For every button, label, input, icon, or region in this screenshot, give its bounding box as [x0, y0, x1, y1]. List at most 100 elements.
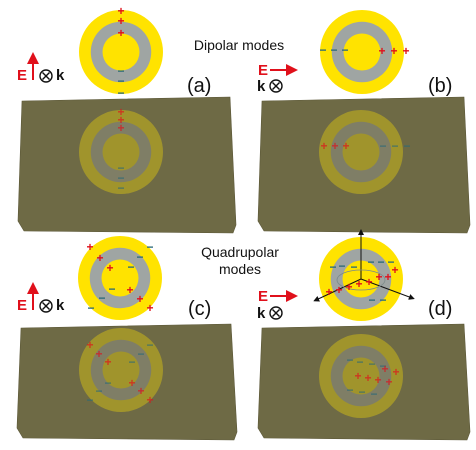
panel-a-reflection-charge-3: −	[117, 161, 124, 175]
panel-c-label: (c)	[188, 298, 212, 320]
panel-d-charge-5: −	[329, 260, 336, 274]
panel-a-charge-4: −	[117, 74, 124, 88]
panel-b-charge-0: −	[319, 43, 326, 57]
particle-c	[78, 236, 162, 320]
panel-c-charge-11: +	[126, 283, 133, 297]
reflection-d-spacer-ring	[330, 345, 392, 407]
panel-c-reflection-charge-7: −	[95, 384, 102, 398]
panel-d-charge-2: +	[345, 280, 352, 294]
panel-d-charge-3: +	[355, 277, 362, 291]
panel-d-k-label: k	[257, 305, 266, 322]
axis-y	[360, 278, 415, 300]
panel-d-reflection-charge-11: +	[381, 362, 388, 376]
panel-d-charge-8: −	[367, 255, 374, 269]
panel-c-reflection-charge-0: +	[86, 338, 93, 352]
panel-c-charge-4: −	[136, 250, 143, 264]
panel-c-charge-9: +	[146, 301, 153, 315]
panel-a-E-label: E	[17, 67, 28, 84]
panel-c-E-label: E	[17, 297, 28, 314]
panel-b-charge-4: +	[390, 44, 397, 58]
particle-b	[320, 10, 404, 94]
panel-a-reflection-charge-0: +	[117, 105, 124, 119]
panel-d-E-label: E	[258, 288, 269, 305]
panel-d-reflection-charge-9: −	[358, 385, 365, 399]
panel-d-charge-12: +	[384, 270, 391, 284]
panel-a-charge-3: −	[117, 64, 124, 78]
reflection-b-core	[342, 133, 380, 171]
panel-a-reflection-charge-5: −	[117, 181, 124, 195]
panel-b-charge-2: −	[341, 43, 348, 57]
particle-a	[79, 10, 163, 94]
panel-d-reflection-charge-5: +	[364, 371, 371, 385]
quadrupolar-modes-heading: Quadrupolar modes	[201, 244, 279, 277]
reflection-c-core	[102, 351, 140, 389]
reflection-b-spacer-ring	[330, 121, 392, 183]
panel-c-charge-6: −	[87, 301, 94, 315]
panel-c-k-symbol-cross-b	[42, 302, 50, 310]
panel-b-k-label: k	[257, 78, 266, 95]
reflection-a	[79, 110, 163, 194]
panel-b-charge-3: +	[378, 44, 385, 58]
panel-a-k-label: k	[56, 67, 65, 84]
panel-b-label: (b)	[428, 75, 453, 97]
panel-b-k-symbol	[269, 79, 283, 93]
panel-d-charge-14: −	[368, 293, 375, 307]
reflection-d-core	[342, 357, 380, 395]
panel-c-charge-1: +	[96, 251, 103, 265]
panel-c-reflection-charge-3: −	[146, 338, 153, 352]
substrate-d	[257, 323, 471, 441]
particle-b-core	[343, 33, 381, 71]
panel-d-k-symbol-cross-b	[272, 309, 280, 317]
panel-d-reflection-charge-7: +	[385, 375, 392, 389]
panel-c-charge-3: −	[146, 240, 153, 254]
panel-d-reflection-charge-12: +	[392, 365, 399, 379]
panel-d-reflection-charge-4: +	[354, 369, 361, 383]
panel-c-k-symbol	[39, 299, 53, 313]
panel-b-reflection-charge-2: +	[342, 139, 349, 153]
panel-d-charge-15: −	[379, 293, 386, 307]
panel-d-charge-1: +	[335, 283, 342, 297]
panel-c-k-label: k	[56, 297, 65, 314]
panel-c-charge-7: −	[98, 291, 105, 305]
panel-d-charge-0: +	[325, 285, 332, 299]
reflection-a-spacer-ring	[90, 121, 152, 183]
panel-a-reflection-charge-4: −	[117, 171, 124, 185]
reflection-c-spacer-ring	[90, 339, 152, 401]
panel-d-k-symbol	[269, 306, 283, 320]
panel-c-charge-0: +	[86, 240, 93, 254]
panel-d-reflection-charge-6: +	[374, 373, 381, 387]
panel-b-reflection-charge-5: −	[403, 139, 410, 153]
panel-a-charge-5: −	[117, 86, 124, 100]
panel-d-reflection-charge-2: −	[368, 357, 375, 371]
panel-a-k-symbol-cross-b	[42, 72, 50, 80]
reflection-c	[79, 328, 163, 412]
panel-d-charge-10: −	[387, 255, 394, 269]
panel-d-label: (d)	[428, 298, 453, 320]
reflection-b-outer-shell	[319, 110, 403, 194]
reflection-a-core	[102, 133, 140, 171]
panel-b-E-label: E	[258, 62, 269, 79]
panel-b-charge-1: −	[330, 43, 337, 57]
panel-c-reflection-charge-6: −	[86, 393, 93, 407]
reflection-a-outer-shell	[79, 110, 163, 194]
panel-c-reflection-charge-9: +	[146, 393, 153, 407]
panel-b-reflection-charge-4: −	[391, 139, 398, 153]
dipolar-modes-heading: Dipolar modes	[193, 37, 285, 53]
substrate-c	[16, 323, 238, 441]
panel-c-charge-8: −	[108, 282, 115, 296]
reflection-b	[319, 110, 403, 194]
particle-a-core	[102, 33, 140, 71]
panel-d-charge-7: −	[350, 260, 357, 274]
panel-a-label: (a)	[187, 75, 212, 97]
panel-c-charge-5: −	[127, 260, 134, 274]
panel-a-k-symbol	[39, 69, 53, 83]
panel-d-reflection-charge-8: −	[346, 383, 353, 397]
panel-c-reflection-charge-2: +	[104, 355, 111, 369]
substrate-a	[17, 96, 237, 234]
panel-b-charge-5: +	[402, 44, 409, 58]
panel-a-reflection-charge-1: +	[117, 113, 124, 127]
particle-c-core	[101, 259, 139, 297]
panel-c-reflection-charge-1: +	[95, 347, 102, 361]
